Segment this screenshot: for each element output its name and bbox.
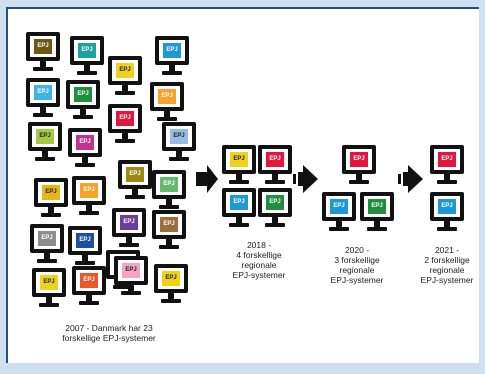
monitor-icon: EPJ <box>34 178 68 219</box>
monitor-icon: EPJ <box>72 266 106 307</box>
monitor-icon: EPJ <box>152 210 186 251</box>
epj-badge: EPJ <box>160 217 178 232</box>
epj-badge: EPJ <box>266 195 284 210</box>
monitor-icon: EPJ <box>68 226 102 267</box>
epj-badge: EPJ <box>36 129 54 144</box>
epj-badge: EPJ <box>266 152 284 167</box>
caption-line: 4 forskellige <box>236 250 282 260</box>
caption-line: 2 forskellige <box>424 255 470 265</box>
monitor-icon: EPJ <box>162 122 196 163</box>
monitor-icon: EPJ <box>155 36 189 77</box>
monitor-icon: EPJ <box>32 268 66 309</box>
monitor-icon: EPJ <box>66 80 100 121</box>
caption-line: regionale <box>241 260 277 270</box>
monitor-icon: EPJ <box>68 128 102 169</box>
arrow-2018-to-2020 <box>293 165 318 193</box>
epj-badge: EPJ <box>80 273 98 288</box>
monitor-icon: EPJ <box>72 176 106 217</box>
arrow-2020-to-2021 <box>398 165 423 193</box>
caption-line: 2020 - <box>344 245 370 255</box>
epj-badge: EPJ <box>34 85 52 100</box>
monitor-icon: EPJ <box>70 36 104 77</box>
epj-badge: EPJ <box>170 129 188 144</box>
monitor-icon: EPJ <box>342 145 376 186</box>
monitor-icon: EPJ <box>430 192 464 233</box>
epj-badge: EPJ <box>230 195 248 210</box>
monitor-icon: EPJ <box>118 160 152 201</box>
caption-line: EPJ-systemer <box>420 275 474 285</box>
caption-line: EPJ-systemer <box>232 270 286 280</box>
epj-badge: EPJ <box>76 135 94 150</box>
monitor-icon: EPJ <box>28 122 62 163</box>
epj-badge: EPJ <box>162 271 180 286</box>
monitor-icon: EPJ <box>152 170 186 211</box>
monitor-icon: EPJ <box>258 188 292 229</box>
frame-left-border <box>6 7 8 363</box>
monitor-icon: EPJ <box>30 224 64 265</box>
epj-badge: EPJ <box>230 152 248 167</box>
epj-badge: EPJ <box>163 43 181 58</box>
epj-badge: EPJ <box>40 275 58 290</box>
epj-badge: EPJ <box>38 231 56 246</box>
epj-badge: EPJ <box>42 185 60 200</box>
arrow-2007-to-2018 <box>196 165 218 193</box>
epj-badge: EPJ <box>368 199 386 214</box>
monitor-icon: EPJ <box>112 208 146 249</box>
monitor-icon: EPJ <box>322 192 356 233</box>
epj-badge: EPJ <box>80 183 98 198</box>
monitor-icon: EPJ <box>108 104 142 145</box>
caption-line: regionale <box>339 265 375 275</box>
caption-line: 2007 - Danmark har 23 <box>65 323 153 333</box>
epj-badge: EPJ <box>350 152 368 167</box>
epj-badge: EPJ <box>120 215 138 230</box>
monitor-icon: EPJ <box>150 82 184 123</box>
monitor-icon: EPJ <box>258 145 292 186</box>
epj-badge: EPJ <box>438 199 456 214</box>
epj-badge: EPJ <box>76 233 94 248</box>
monitor-icon: EPJ <box>222 145 256 186</box>
monitor-icon: EPJ <box>26 32 60 73</box>
monitor-icon: EPJ <box>108 56 142 97</box>
epj-badge: EPJ <box>330 199 348 214</box>
epj-badge: EPJ <box>160 177 178 192</box>
monitor-icon: EPJ <box>114 256 148 297</box>
caption-line: EPJ-systemer <box>330 275 384 285</box>
epj-badge: EPJ <box>116 111 134 126</box>
caption-line: regionale <box>429 265 465 275</box>
monitor-icon: EPJ <box>430 145 464 186</box>
epj-badge: EPJ <box>34 39 52 54</box>
caption-line: 2018 - <box>246 240 272 250</box>
epj-badge: EPJ <box>116 63 134 78</box>
monitor-icon: EPJ <box>26 78 60 119</box>
caption-line: forskellige EPJ-systemer <box>62 333 156 343</box>
epj-badge: EPJ <box>158 89 176 104</box>
epj-badge: EPJ <box>438 152 456 167</box>
monitor-icon: EPJ <box>360 192 394 233</box>
frame-top-border <box>6 7 479 9</box>
epj-badge: EPJ <box>126 167 144 182</box>
monitor-icon: EPJ <box>154 264 188 305</box>
caption-line: 2021 - <box>434 245 460 255</box>
epj-badge: EPJ <box>122 263 140 278</box>
epj-badge: EPJ <box>74 87 92 102</box>
epj-badge: EPJ <box>78 43 96 58</box>
monitor-icon: EPJ <box>222 188 256 229</box>
caption-line: 3 forskellige <box>334 255 380 265</box>
